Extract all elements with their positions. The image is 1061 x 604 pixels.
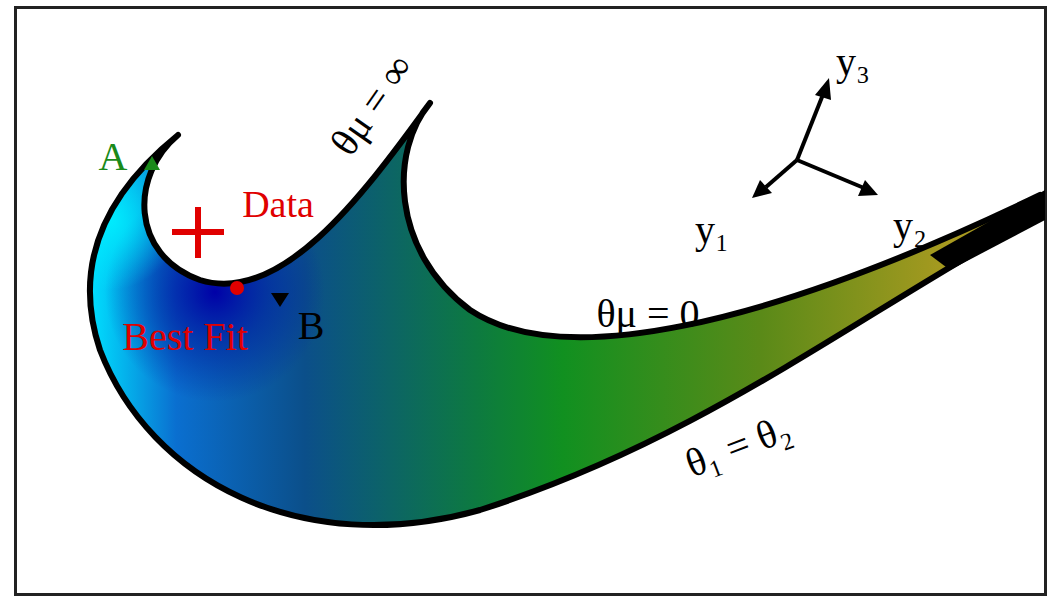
axis-label: y₁	[695, 210, 729, 250]
data-label: Data	[242, 185, 314, 223]
point-label: B	[298, 306, 325, 346]
axis-label: y₃	[836, 42, 870, 82]
point-label: A	[99, 137, 128, 177]
best-fit-label: Best Fit	[122, 317, 248, 357]
boundary-label: θμ = 0	[596, 294, 699, 334]
axis-label: y₂	[893, 206, 927, 246]
